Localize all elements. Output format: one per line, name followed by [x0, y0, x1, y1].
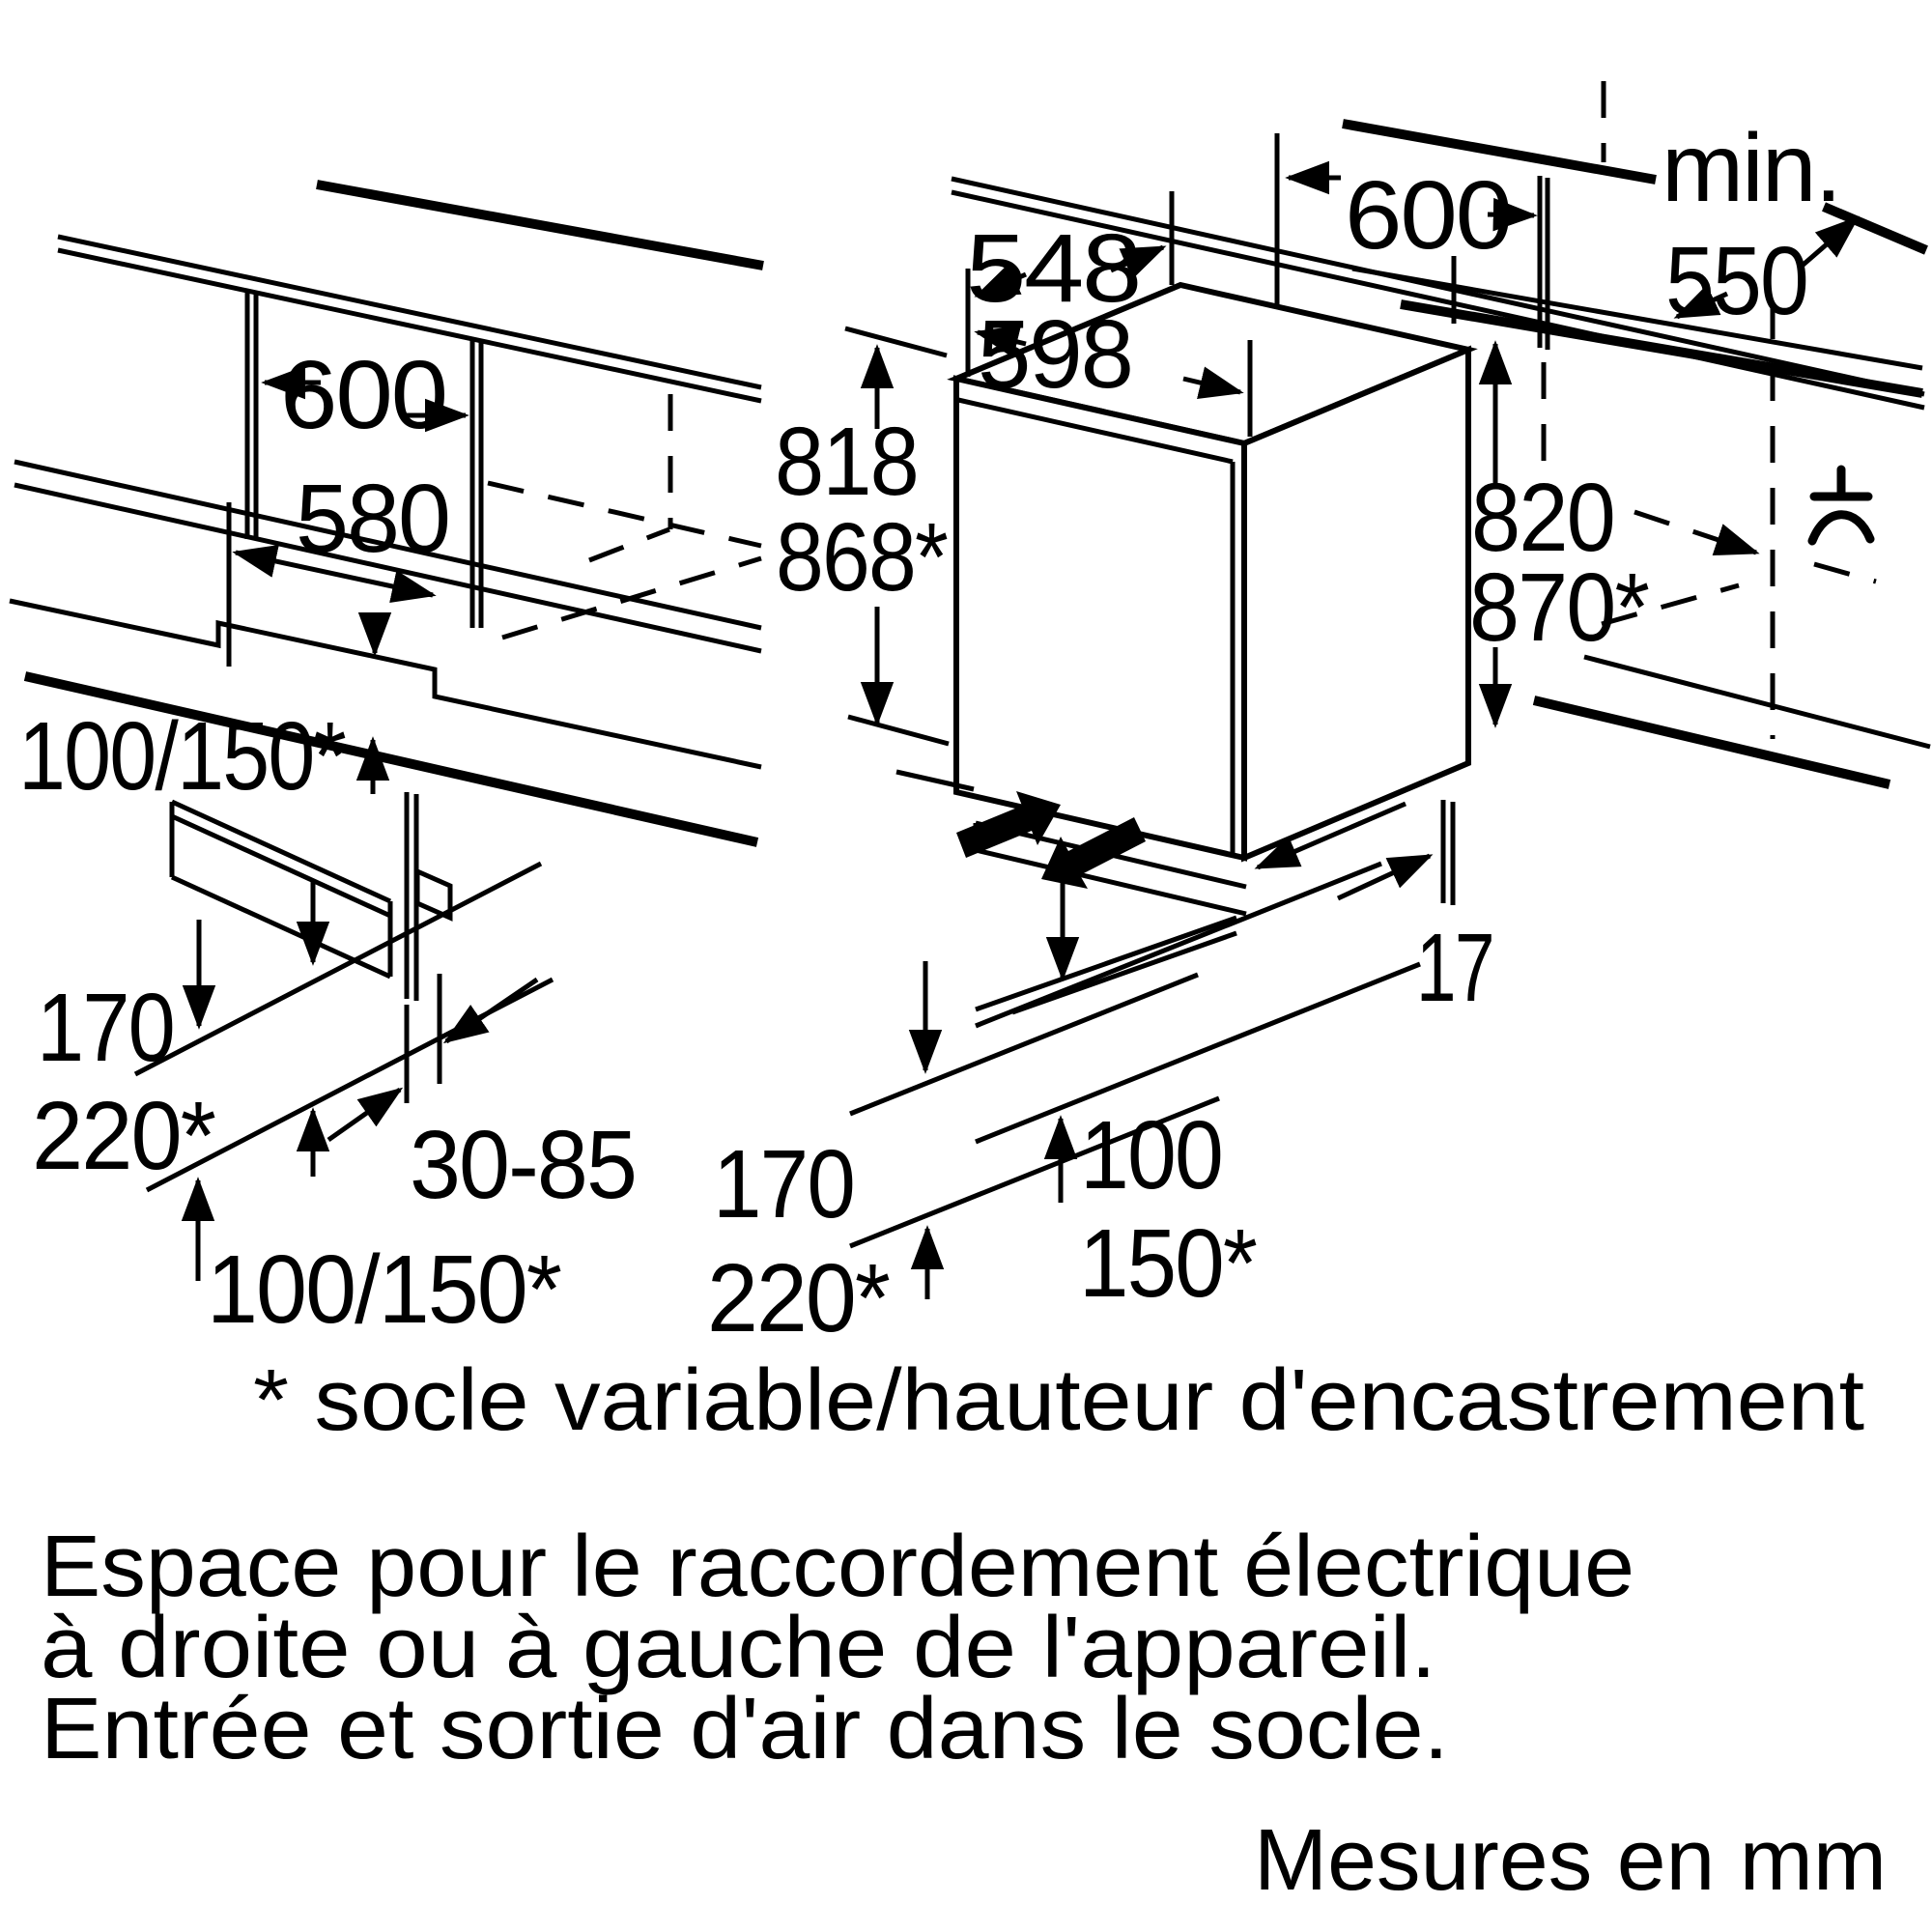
toekick-board-top-inner: [170, 813, 392, 919]
dim-arrow-upright: [1797, 215, 1860, 270]
dim-arrow-upright: [1109, 244, 1167, 279]
leader-dashed: [1813, 561, 1877, 584]
wall-top-edge: [316, 180, 764, 270]
note-line: Entrée et sortie d'air dans le socle.: [41, 1681, 1449, 1777]
airflow-out-arrow: [1041, 817, 1146, 889]
cabinet-bottom-rail: [14, 459, 762, 631]
dim-toekick-height-min-label: 170: [713, 1130, 854, 1238]
toekick-board-bottom: [170, 874, 392, 980]
leader-dashed: [1634, 509, 1760, 556]
notes-paragraph: Espace pour le raccordement électrique à…: [41, 1519, 1634, 1777]
dim-arrow-downleft: [974, 264, 1028, 298]
dim-line-580: [232, 545, 437, 603]
dim-arrow-downleft: [1254, 801, 1406, 870]
dim-niche-depth-label: 580: [296, 465, 449, 573]
counter-underside-edge: [57, 247, 762, 404]
floor-corner-edge: [895, 769, 975, 792]
counter-back-edge: [1400, 299, 1923, 398]
units-caption: Mesures en mm: [1254, 1812, 1887, 1909]
dim-arrow-right: [1182, 366, 1244, 400]
counter-front-edge: [951, 176, 1925, 397]
extension-tick: [847, 714, 950, 747]
floor-level-line: [849, 1095, 1220, 1249]
dim-toekick-height-max-label: 220*: [32, 1082, 215, 1190]
wall-top-edge: [1822, 202, 1928, 255]
wall-top-edge: [1342, 119, 1657, 185]
dim-plinth-height-label: 100/150*: [18, 702, 346, 810]
plinth-level-line: [849, 972, 1199, 1117]
left-diagram: 600 580 100/150* 170 220* 30-85 100/15: [9, 180, 764, 1344]
dim-base-vent-max-label: 150*: [1079, 1209, 1257, 1318]
note-line: à droite ou à gauche de l'appareil.: [41, 1600, 1436, 1696]
dim-arrow-downleft: [1673, 284, 1729, 320]
door-gap-top: [957, 397, 1234, 465]
appliance-door-face: [953, 375, 1247, 862]
dim-counter-depth-min-label: min.: [1662, 114, 1840, 222]
counter-underside-edge: [951, 189, 1925, 411]
toekick-board-top: [170, 799, 392, 904]
plinth-level-line: [975, 861, 1382, 1029]
niche-floor-hidden-edge: [501, 555, 762, 640]
dim-appliance-width-label: 598: [978, 300, 1132, 409]
dim-plinth-height-alt-label: 100/150*: [207, 1236, 561, 1344]
wall-base-trim: [1351, 266, 1923, 371]
floor-edge: [23, 671, 759, 847]
niche-corner-hidden-edge: [588, 526, 670, 563]
base-recess-edge: [975, 847, 1247, 917]
floor-reference-line: [133, 861, 543, 1077]
dim-base-vent-min-label: 100: [1080, 1101, 1222, 1209]
cabinet-foot: [414, 867, 453, 922]
plinth-step-edge: [9, 598, 762, 770]
footnote: * socle variable/hauteur d'encastrement: [253, 1352, 1864, 1449]
dim-toekick-height-min-label: 170: [37, 974, 174, 1082]
dim-arrow-downleft: [442, 977, 539, 1044]
floor-wall-junction: [1532, 696, 1891, 789]
water-tap-icon: [1807, 465, 1875, 546]
dim-counter-depth-min-value: 550: [1665, 227, 1807, 335]
floor-level-line: [975, 961, 1421, 1145]
dim-toekick-height-max-label: 220*: [707, 1244, 890, 1352]
floor-back-edge: [1583, 654, 1931, 750]
dim-arrow-right: [1487, 197, 1538, 232]
counter-front-edge: [57, 234, 762, 390]
dim-niche-height-max-label: 870*: [1469, 554, 1649, 662]
dim-toekick-setback-label: 30-85: [410, 1111, 636, 1219]
leader-dashed: [1601, 582, 1740, 627]
dim-arrow-left: [974, 326, 1027, 358]
base-depth-edge: [975, 915, 1237, 1012]
dim-arrow-upright: [327, 1087, 404, 1143]
dim-niche-width-label: 600: [1345, 161, 1511, 270]
airflow-in-arrow: [956, 791, 1061, 858]
base-depth-edge: [1011, 930, 1237, 1015]
dim-niche-width-label: 600: [280, 341, 446, 449]
right-diagram: 600 min. 550 548 598 818 868* 820 870*: [707, 81, 1931, 1352]
dim-appliance-top-depth-label: 548: [966, 214, 1140, 323]
dim-appliance-height-std-label: 818: [775, 408, 918, 516]
dim-appliance-height-max-label: 868*: [776, 503, 948, 611]
dim-rear-gap-label: 17: [1416, 914, 1493, 1022]
extension-tick: [844, 326, 948, 358]
note-line: Espace pour le raccordement électrique: [41, 1519, 1634, 1615]
dim-niche-height-std-label: 820: [1471, 464, 1614, 572]
niche-back-hidden-edge: [487, 480, 762, 549]
dim-arrow-upright: [1336, 853, 1434, 901]
